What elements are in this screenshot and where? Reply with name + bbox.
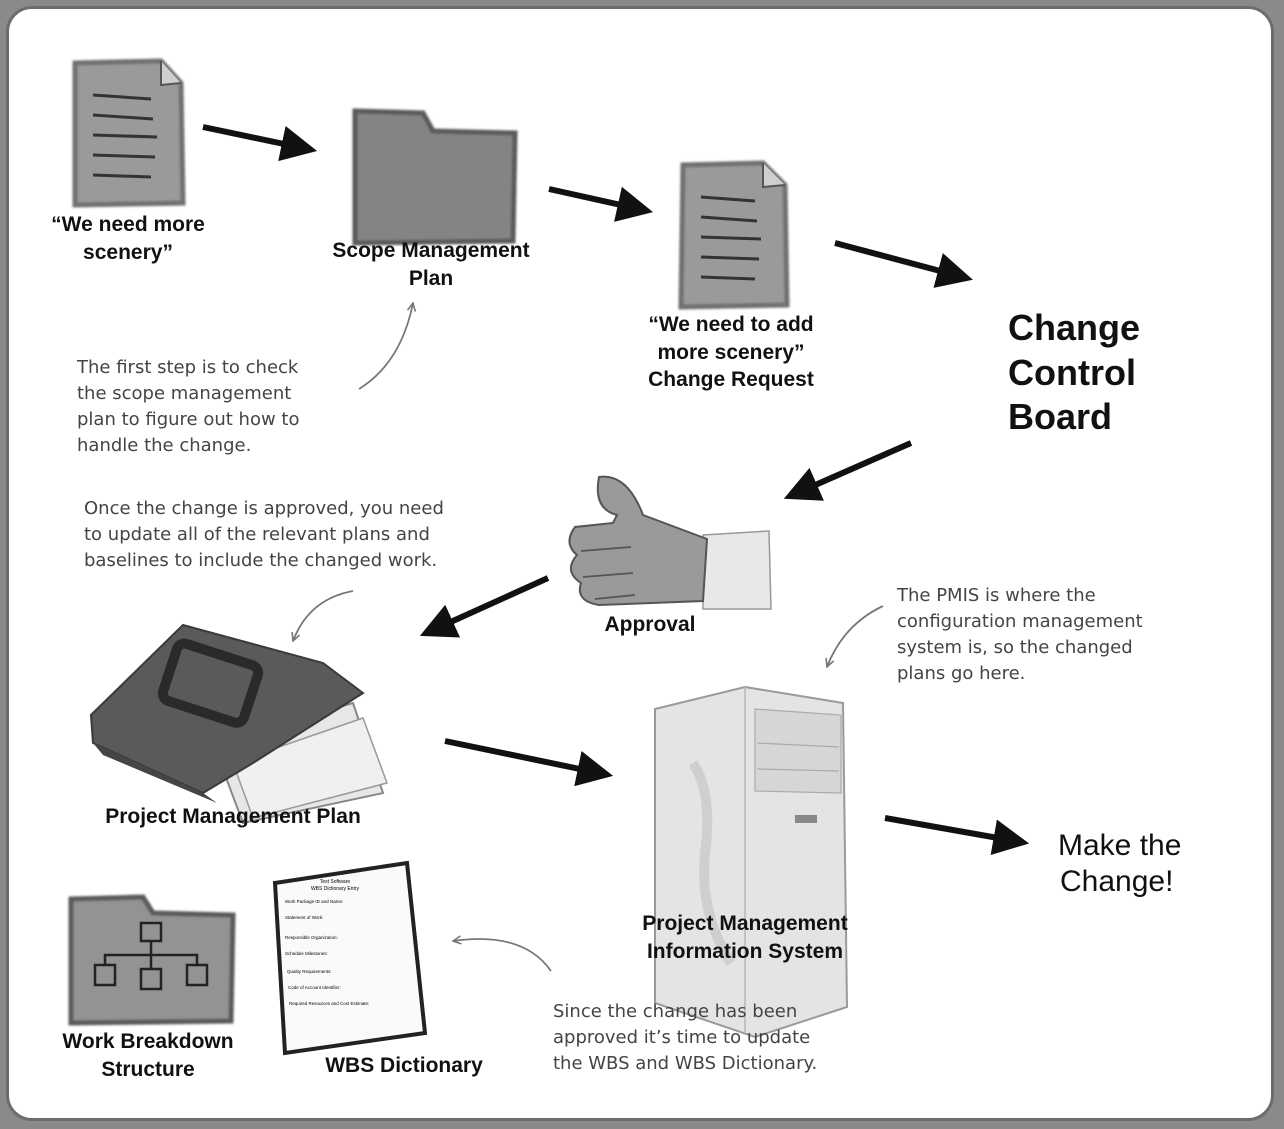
flow-arrows — [202, 124, 1030, 855]
arrow-scope-to-change-request — [548, 186, 654, 222]
wbs-dictionary-document: Test Software WBS Dictionary Entry Work … — [272, 860, 428, 1056]
doc-statement-heading: Statement of Work: — [285, 915, 323, 920]
arrow-ccb-to-approval — [783, 440, 913, 501]
note-arrow-pmis — [827, 605, 884, 667]
note-arrows — [293, 303, 884, 972]
note-arrow-scope — [358, 303, 413, 390]
doc-work-package: Work Package ID and Name: — [285, 899, 343, 904]
folder-icon — [352, 108, 518, 246]
note-arrow-wbs — [453, 939, 552, 972]
diagram-frame: Test Software WBS Dictionary Entry Work … — [6, 6, 1274, 1121]
doc-org-heading: Responsible Organization: — [285, 935, 338, 940]
note-pmis: The PMIS is where the configuration mana… — [897, 585, 1143, 685]
arrow-change-request-to-ccb — [834, 240, 973, 288]
document-icon — [678, 160, 790, 310]
doc-subtitle: WBS Dictionary Entry — [311, 886, 360, 892]
arrow-pm-plan-to-pmis — [444, 738, 614, 787]
label-wbs-dictionary: WBS Dictionary — [325, 1054, 483, 1077]
arrow-pmis-to-make-change — [884, 815, 1030, 855]
doc-quality-heading: Quality Requirements: — [287, 969, 332, 974]
note-scope-check: The first step is to check the scope man… — [77, 357, 300, 457]
label-project-management-plan: Project Management Plan — [105, 805, 361, 828]
computer-tower-icon — [654, 685, 849, 1039]
note-arrow-pm-plan — [293, 590, 354, 641]
note-wbs-update: Since the change has been approved it’s … — [553, 1001, 818, 1075]
wbs-folder-icon — [68, 894, 236, 1026]
thumbs-up-icon — [568, 475, 772, 610]
briefcase-icon — [89, 623, 388, 825]
document-icon — [72, 58, 186, 208]
diagram-canvas: Test Software WBS Dictionary Entry Work … — [68, 58, 1030, 1056]
doc-resources-heading: Required Resources and Cost Estimate: — [289, 1001, 369, 1006]
note-update-plans: Once the change is approved, you need to… — [84, 498, 444, 572]
doc-milestones-heading: Schedule Milestones: — [285, 951, 328, 956]
arrow-request-to-scope — [202, 124, 318, 162]
label-approval: Approval — [604, 613, 696, 636]
doc-title: Test Software — [320, 879, 351, 885]
doc-account-heading: Code of Account Identifier: — [288, 985, 341, 990]
arrow-approval-to-pm-plan — [419, 575, 550, 638]
